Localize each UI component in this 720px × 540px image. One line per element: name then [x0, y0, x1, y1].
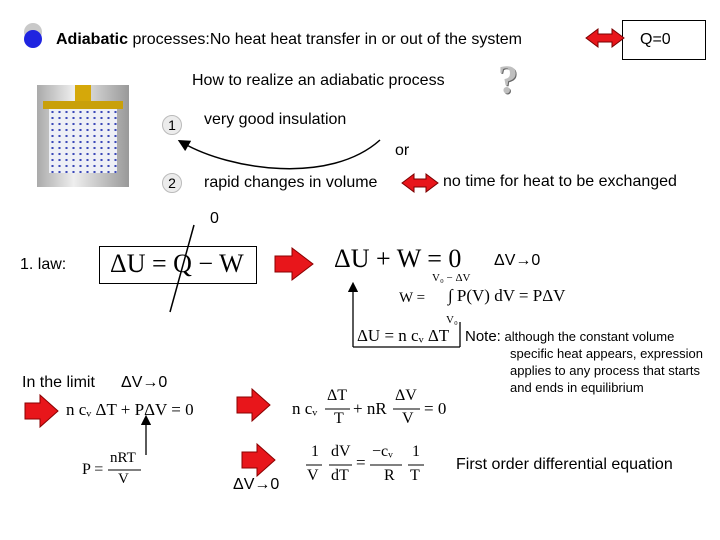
final-equals: = — [356, 453, 366, 472]
q-zero-box: Q=0 — [622, 20, 706, 60]
header-bullet-blue-icon — [24, 30, 42, 48]
final-dv: dV — [331, 443, 351, 460]
final-1b: 1 — [412, 443, 420, 460]
piston-head — [43, 101, 123, 109]
piston-rod — [75, 85, 91, 101]
final-r: R — [384, 467, 395, 484]
note-line-1: although the constant volume — [500, 329, 675, 344]
limit-eq-1: n cᵥ ΔT + PΔV = 0 — [66, 400, 194, 419]
first-order-text: First order differential equation — [456, 456, 673, 473]
red-arrow-3 — [236, 387, 271, 423]
red-arrow-2 — [24, 393, 59, 429]
zero-label: 0 — [210, 210, 219, 227]
eq2-equals-zero: = 0 — [424, 399, 447, 418]
consequence-text: no time for heat to be exchanged — [443, 173, 677, 190]
note-line-4: and ends in equilibrium — [510, 380, 644, 395]
p-eq-num: nRT — [110, 450, 136, 466]
final-1: 1 — [311, 443, 319, 460]
eq2-t: T — [334, 410, 344, 427]
eq2-ncv: n cᵥ — [292, 399, 318, 418]
work-w: W = — [399, 290, 426, 306]
integral-lower-limit: V₀ — [446, 314, 458, 326]
red-arrow-4 — [241, 442, 276, 478]
delta-u-formula: ΔU = n cᵥ ΔT — [357, 326, 450, 345]
final-v: V — [307, 467, 319, 484]
note-heading: Note: — [465, 328, 501, 345]
option-2-text: rapid changes in volume — [204, 174, 378, 191]
curved-arrow — [177, 139, 381, 170]
first-law-equation: ΔU = Q − W — [110, 249, 244, 278]
work-integral: ∫ P(V) dV = PΔV — [448, 286, 566, 305]
gas-chamber — [49, 109, 117, 173]
p-eq-den: V — [118, 471, 129, 487]
q-zero-text: Q=0 — [640, 31, 671, 48]
header-title: Adiabatic processes:No heat heat transfe… — [56, 31, 522, 49]
double-arrow-icon — [585, 28, 625, 48]
or-text: or — [395, 142, 410, 159]
final-t: T — [410, 467, 420, 484]
question-mark: ? — [498, 57, 518, 102]
p-eq-left: P = — [82, 461, 104, 478]
eq2-dv: ΔV — [395, 387, 417, 404]
header-title-rest: processes:No heat heat transfer in or ou… — [128, 31, 522, 48]
note-block: Note: although the constant volume — [465, 328, 674, 345]
eq2-plus-nr: + nR — [353, 399, 387, 418]
option-1-badge: 1 — [162, 115, 182, 135]
law-label: 1. law: — [20, 256, 67, 273]
header-title-bold: Adiabatic — [56, 31, 129, 48]
limit-label: In the limit — [22, 374, 95, 391]
delta-v-zero-bottom: ΔV→0 — [233, 476, 280, 493]
q-strike-line — [169, 224, 195, 313]
eq2-v: V — [402, 410, 414, 427]
note-line-2: specific heat appears, expression — [510, 346, 703, 361]
final-cv: −cᵥ — [372, 443, 393, 460]
option-1-text: very good insulation — [204, 111, 347, 128]
final-dt: dT — [331, 467, 349, 484]
question-text: How to realize an adiabatic process — [192, 72, 445, 89]
delta-v-zero-top: ΔV→0 — [494, 252, 541, 269]
option-2-badge: 2 — [162, 173, 182, 193]
double-arrow-consequence-icon — [401, 173, 439, 193]
piston-cylinder-image — [37, 85, 129, 187]
eq2-dt: ΔT — [327, 387, 348, 404]
red-arrow-1 — [274, 246, 314, 282]
integral-upper-limit: V₀ − ΔV — [432, 272, 471, 284]
eq-du-plus-w: ΔU + W = 0 — [334, 244, 462, 273]
note-line-3: applies to any process that starts — [510, 363, 701, 378]
first-law-box: ΔU = Q − W — [99, 246, 257, 284]
limit-delta-v: ΔV→0 — [121, 374, 168, 391]
